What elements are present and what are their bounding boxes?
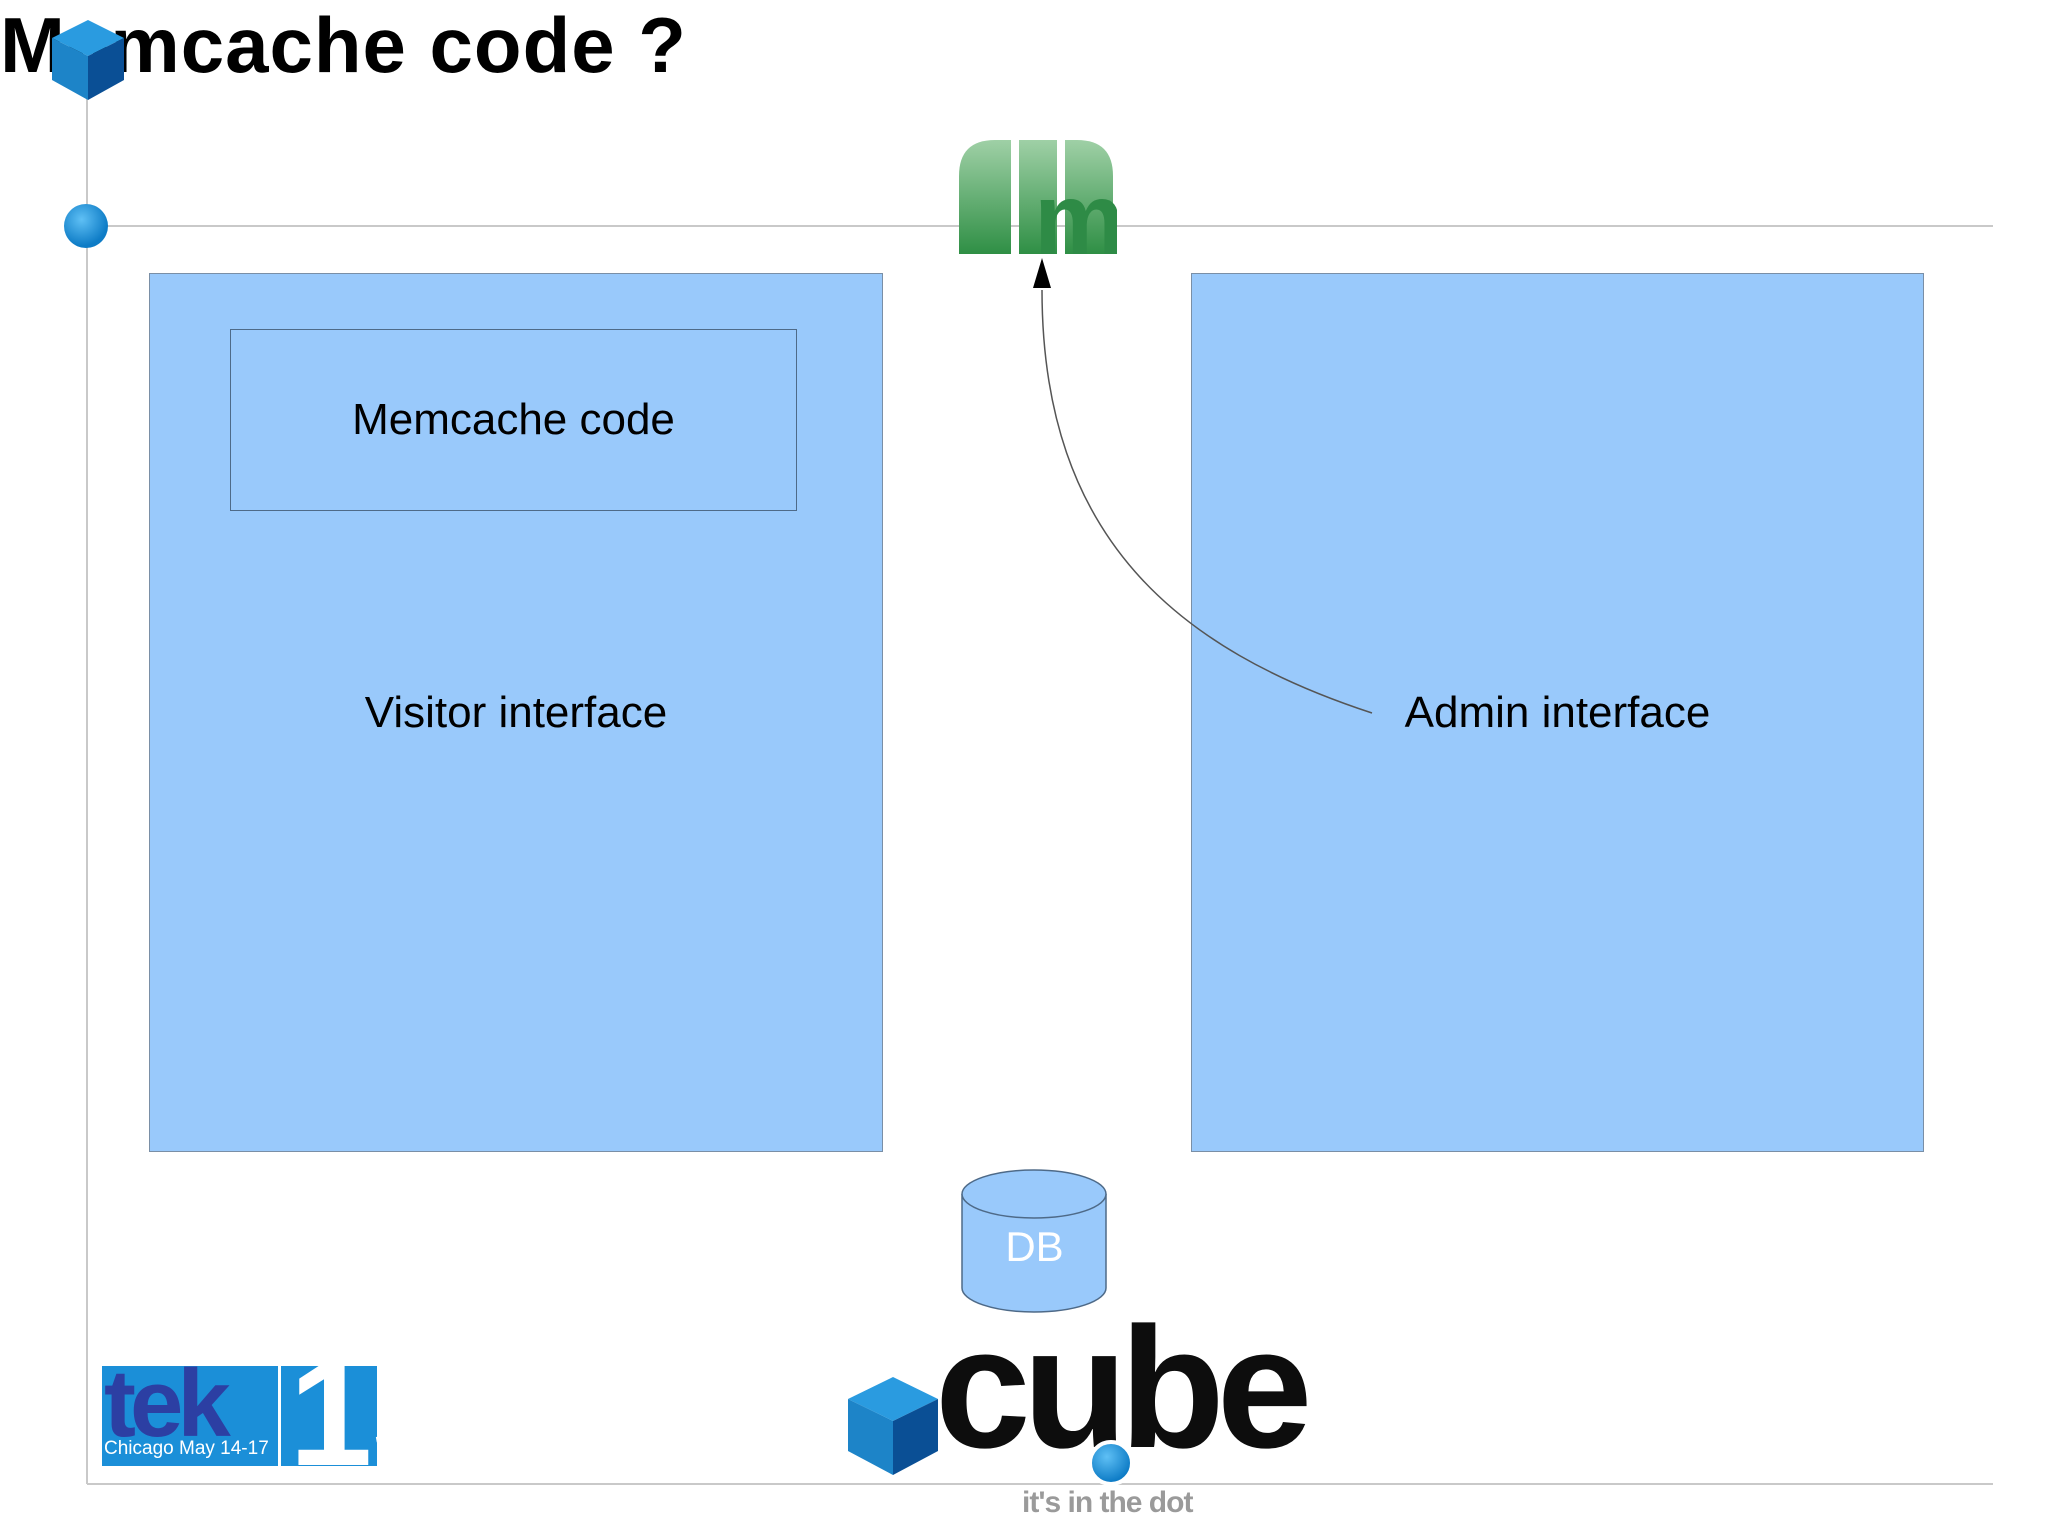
tek13-logo — [102, 1366, 278, 1466]
svg-text:tek: tek — [104, 1366, 231, 1457]
visitor-interface-panel: Visitor interface — [149, 273, 883, 1152]
db-label: DB — [1005, 1223, 1064, 1270]
admin-interface-label: Admin interface — [1404, 688, 1711, 737]
tek-logo-date: Chicago May 14-17 — [104, 1438, 269, 1459]
rule-dot-icon — [64, 204, 108, 248]
memcached-logo-icon: m — [959, 140, 1117, 256]
tek-logo-number: 13 — [289, 1329, 456, 1497]
tek-logo-wordmark: tek — [104, 1366, 237, 1457]
visitor-interface-label: Visitor interface — [364, 688, 668, 737]
memcache-code-label: Memcache code — [352, 395, 675, 444]
cube-logo-dot-icon — [1088, 1440, 1134, 1486]
cube-logo-tagline: it's in the dot — [1022, 1486, 1193, 1519]
admin-interface-panel: Admin interface — [1191, 273, 1924, 1152]
tek13-logo-number-bg — [281, 1366, 377, 1466]
memcache-code-box: Memcache code — [230, 329, 797, 511]
cube-logo-icon — [848, 1377, 938, 1475]
cube-bullet-icon — [52, 20, 124, 100]
database-cylinder-icon — [961, 1169, 1107, 1313]
svg-text:m: m — [1034, 162, 1117, 256]
